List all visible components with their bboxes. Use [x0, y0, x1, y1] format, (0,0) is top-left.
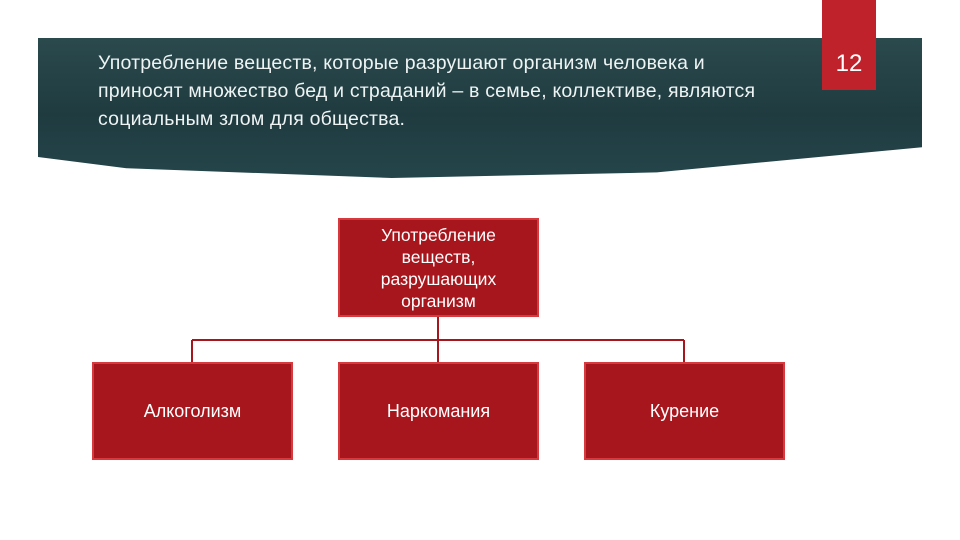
root-node: Употребление веществ, разрушающих органи… — [338, 218, 539, 317]
child-node-drug-addiction: Наркомания — [338, 362, 539, 460]
slide-text: Употребление веществ, которые разрушают … — [98, 52, 756, 130]
slide-number: 12 — [835, 50, 863, 77]
root-node-label: Употребление веществ, разрушающих органи… — [380, 224, 497, 311]
child-node-label: Алкоголизм — [143, 400, 242, 421]
title-banner — [38, 38, 922, 178]
child-node-label: Курение — [649, 400, 720, 421]
child-node-smoking: Курение — [584, 362, 785, 460]
child-node-label: Наркомания — [386, 400, 491, 421]
slide-number-tab: 12 — [822, 0, 876, 90]
child-node-alcoholism: Алкоголизм — [92, 362, 293, 460]
